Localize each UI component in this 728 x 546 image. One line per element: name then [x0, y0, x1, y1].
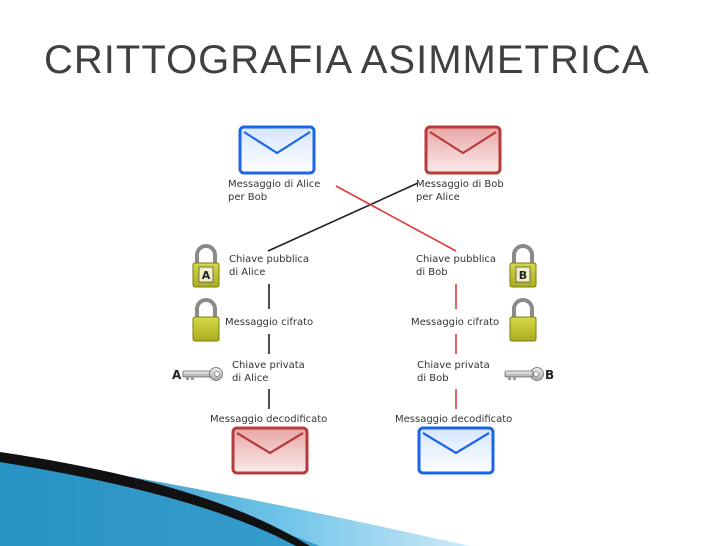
envelope-icon-red-bottom	[231, 426, 309, 475]
connector-lines	[267, 182, 457, 409]
label-right-encrypted: Messaggio cifrato	[411, 317, 500, 328]
label-left-encrypted: Messaggio cifrato	[225, 317, 314, 328]
label-left-decrypted: Messaggio decodificato	[210, 414, 328, 425]
line-alice-to-bob-pubkey	[335, 185, 457, 252]
lock-icon-bob: B	[509, 244, 537, 288]
envelope-icon-blue-bottom	[417, 426, 495, 475]
label-bob-private-key: Chiave privata di Bob	[417, 360, 490, 384]
label-bob-public-key: Chiave pubblica di Bob	[416, 254, 497, 278]
lock-icon-alice: A	[192, 244, 220, 288]
label-right-decrypted: Messaggio decodificato	[395, 414, 513, 425]
label-alice-public-key: Chiave pubblica di Alice	[229, 254, 310, 278]
label-alice-message: Messaggio di Alice per Bob	[228, 179, 321, 203]
label-alice-private-key: Chiave privata di Alice	[232, 360, 305, 384]
decorative-swoosh	[0, 452, 470, 546]
lock-letter-alice: A	[202, 269, 211, 282]
key-icon-bob: B	[504, 367, 554, 382]
envelope-icon-blue-top	[238, 125, 316, 175]
key-letter-bob: B	[545, 368, 554, 382]
key-icon-alice: A	[172, 367, 223, 382]
lock-icon-left-cipher	[192, 298, 220, 342]
key-letter-alice: A	[172, 368, 182, 382]
slide-title: CRITTOGRAFIA ASIMMETRICA	[44, 38, 650, 82]
line-bob-to-alice-pubkey	[267, 182, 419, 252]
envelope-icon-red-top	[424, 125, 502, 175]
lock-icon-right-cipher	[509, 298, 537, 342]
lock-letter-bob: B	[519, 269, 527, 282]
label-bob-message: Messaggio di Bob per Alice	[416, 179, 504, 203]
